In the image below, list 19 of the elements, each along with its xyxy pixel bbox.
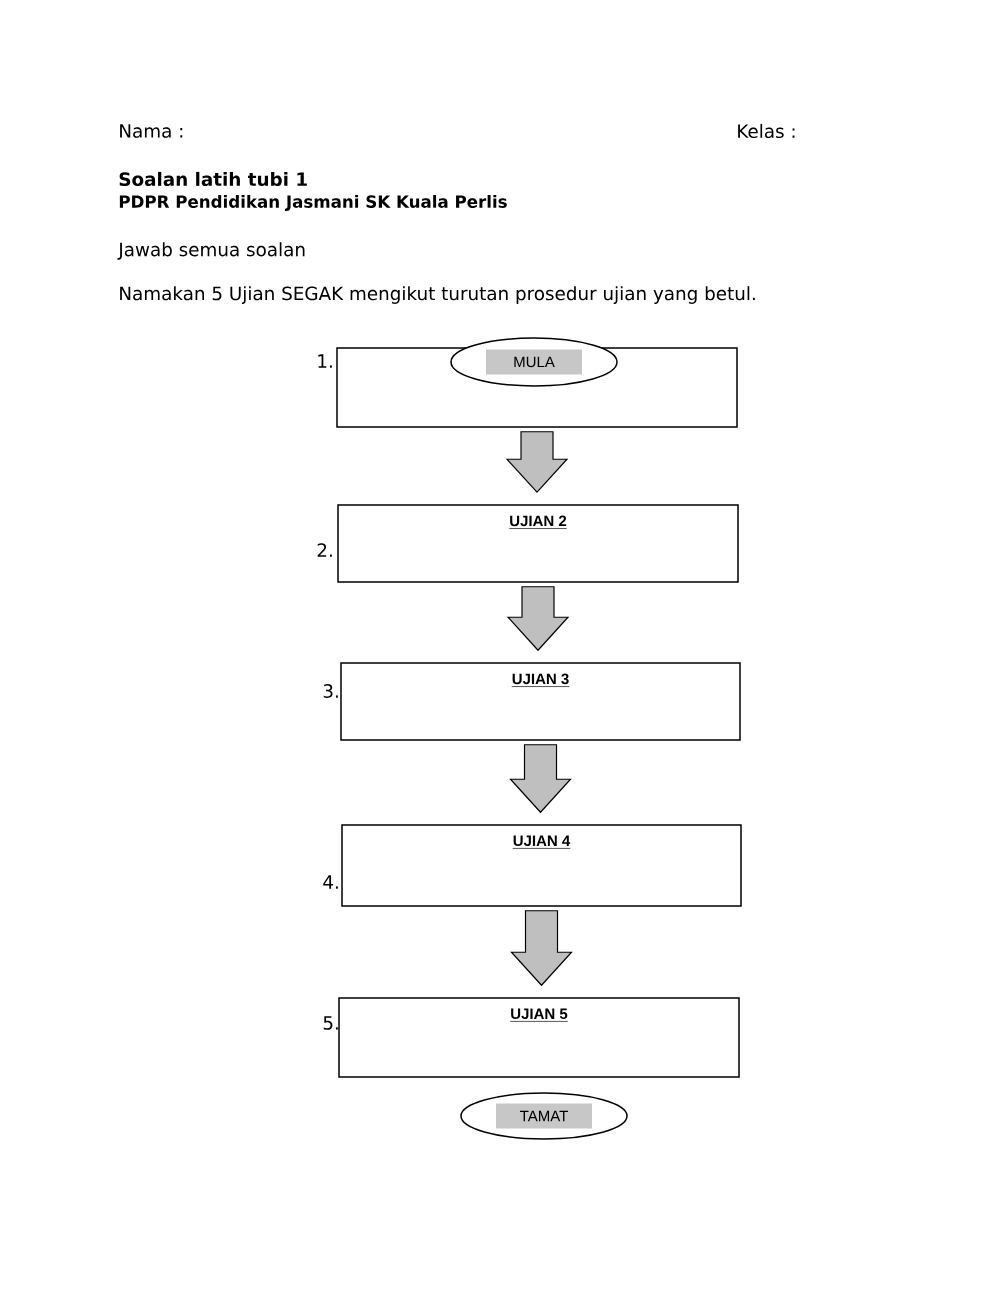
block-arrow <box>506 586 570 652</box>
process-box: UJIAN 3 <box>340 662 741 741</box>
step-number: 2. <box>317 543 332 557</box>
step-number: 3. <box>323 684 338 698</box>
process-box: UJIAN 2 <box>337 504 739 583</box>
process-box: UJIAN 5 <box>338 997 740 1078</box>
step-number: 5. <box>323 1016 338 1030</box>
block-arrow <box>505 431 569 494</box>
step-number: 1. <box>318 354 332 368</box>
text: Nama : <box>120 124 183 138</box>
block-arrow <box>509 744 572 814</box>
text: PDPR Pendidikan Jasmani SK Kuala Perlis <box>119 195 507 211</box>
text: Kelas : <box>738 123 795 139</box>
text: Namakan 5 Ujian SEGAK mengikut turutan prosedur ujian yang betul. <box>120 286 755 304</box>
step-number: 4. <box>323 875 338 889</box>
text: Jawab semua soalan <box>117 242 305 260</box>
process-box: UJIAN 4 <box>341 824 742 907</box>
block-arrow <box>510 910 573 987</box>
title: Soalan latih tubi 1 <box>119 171 307 187</box>
